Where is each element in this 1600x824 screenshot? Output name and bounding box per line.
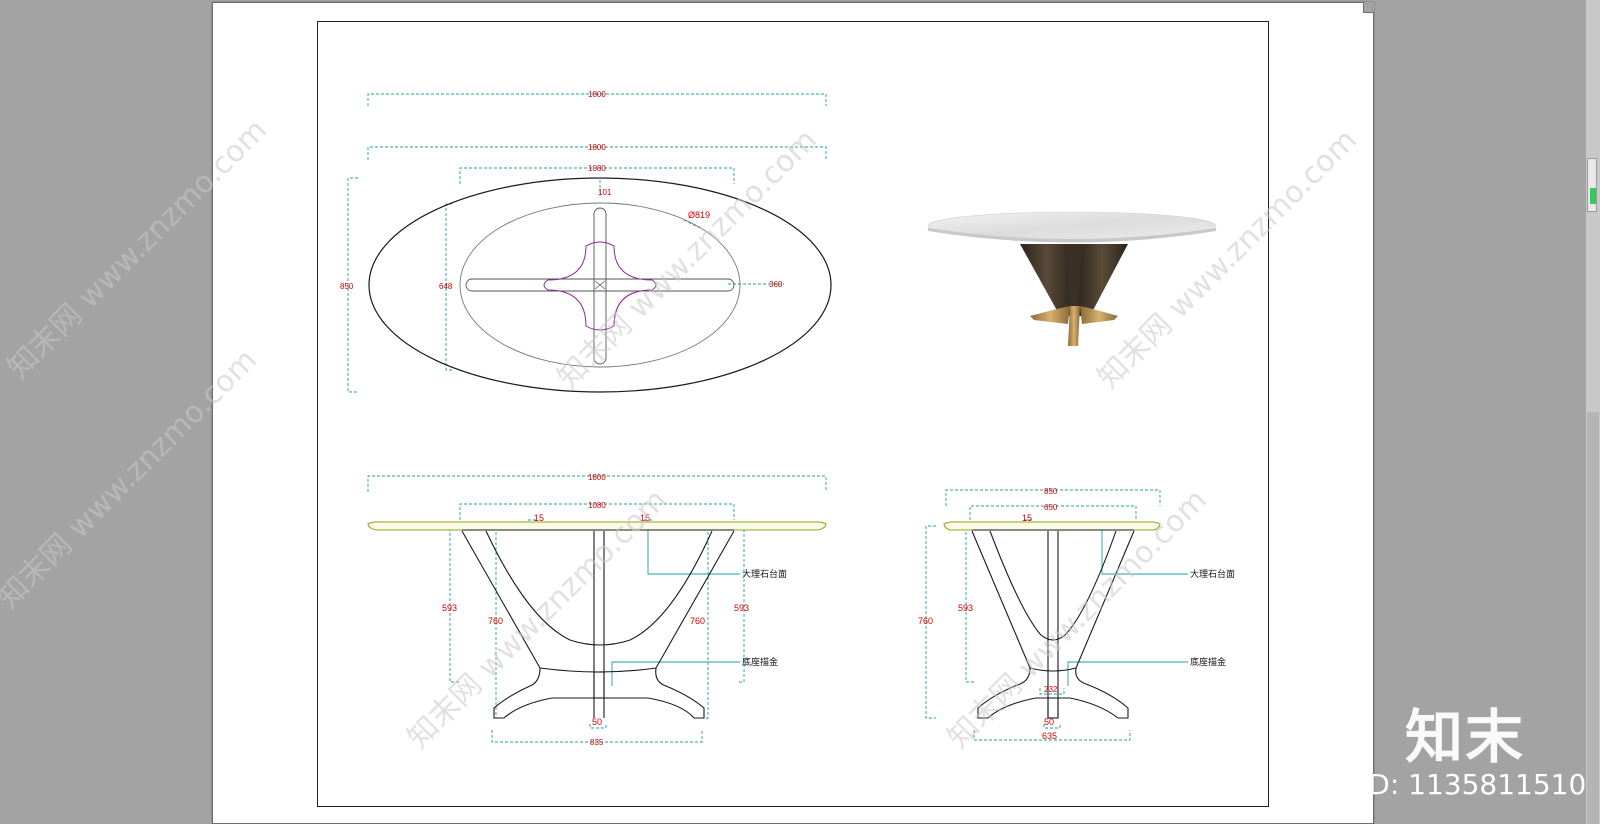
dim-top-inner: 1080 [588, 164, 606, 173]
dim-front-right-outer: 593 [734, 603, 749, 613]
vertical-scrollbar[interactable] [1586, 0, 1600, 824]
note-side-marble-top: 大理石台面 [1190, 568, 1235, 580]
brand-logo: 知末 [1405, 703, 1526, 771]
drawing-frame [317, 21, 1269, 807]
dim-front-base: 835 [590, 738, 604, 747]
note-side-gilded-base: 底座描金 [1190, 656, 1226, 668]
dim-front-left-outer: 593 [442, 603, 457, 613]
scrollbar-thumb[interactable] [1587, 158, 1597, 212]
dim-top-total-2: 1800 [588, 143, 606, 152]
dim-front-top-right: 15 [640, 513, 650, 523]
dim-top-arm: 360 [769, 280, 783, 289]
dim-top-center: 101 [598, 188, 612, 197]
top-view: 1800 1800 1080 101 Ø819 850 648 360 [340, 90, 832, 393]
scroll-position-indicator [1590, 188, 1596, 204]
dim-top-height-outer: 850 [340, 282, 354, 291]
watermark-text: 知末网 www.znzmo.com [1, 113, 274, 386]
dim-front-top-left: 15 [534, 513, 544, 523]
side-view: 850 650 15 760 593 232 50 635 大理石台面 底座描金 [918, 487, 1235, 741]
dim-front-right-inner: 760 [690, 616, 705, 626]
table-render-image [927, 211, 1217, 346]
dim-top-height-inner: 648 [439, 282, 453, 291]
dim-front-total: 1800 [588, 473, 606, 482]
front-view: 1800 1080 15 15 593 760 760 593 50 835 大… [367, 473, 827, 747]
watermark-text: 知末网 www.znzmo.com [0, 343, 264, 616]
dim-front-left-inner: 760 [488, 616, 503, 626]
watermark-text: 知末网 www.znzmo.com [1091, 123, 1364, 396]
dim-side-total: 850 [1044, 487, 1058, 496]
dim-top-diameter: Ø819 [688, 210, 710, 220]
dim-side-base: 635 [1042, 731, 1057, 741]
dim-top-total-1: 1800 [588, 90, 606, 99]
scrollbar-track-lower[interactable] [1587, 412, 1599, 824]
dim-side-left-outer: 760 [918, 616, 933, 626]
watermarks: 知末网 www.znzmo.com 知末网 www.znzmo.com 知末网 … [0, 113, 1364, 756]
page-fold-corner [1363, 2, 1374, 13]
dim-side-mid: 232 [1044, 685, 1058, 694]
dim-side-post: 50 [1044, 717, 1054, 727]
note-front-gilded-base: 底座描金 [742, 656, 778, 668]
dim-side-top: 15 [1022, 513, 1032, 523]
dim-side-inner: 650 [1044, 503, 1058, 512]
dim-front-inner: 1080 [588, 501, 606, 510]
drawing-sheet [212, 2, 1374, 824]
dim-front-post: 50 [592, 717, 602, 727]
note-front-marble-top: 大理石台面 [742, 568, 787, 580]
dim-side-left-inner: 593 [958, 603, 973, 613]
resource-id: ID: 1135811510 [1360, 768, 1587, 801]
